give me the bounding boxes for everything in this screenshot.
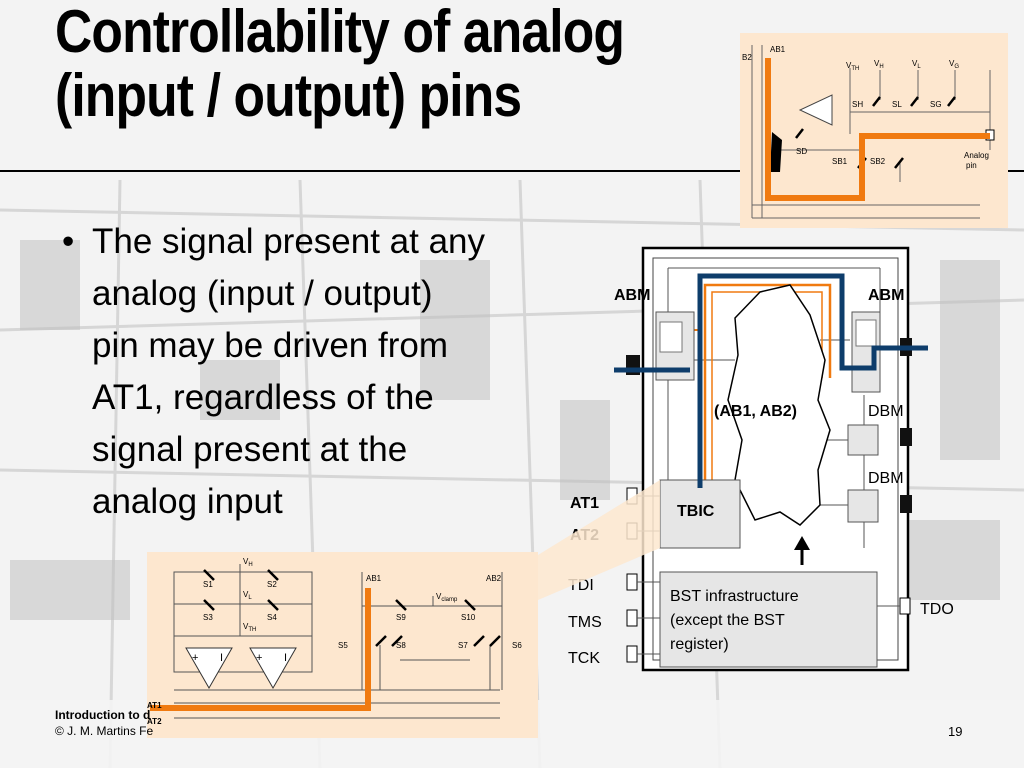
tbic-label-at1: AT1 [147, 701, 162, 710]
tbic-label-ab1: AB1 [366, 574, 382, 583]
tbic-label-s4: S4 [267, 613, 277, 622]
svg-text:I: I [284, 652, 287, 664]
dbm1-pin [900, 428, 912, 446]
page-number: 19 [948, 724, 963, 739]
dbm2-pin [900, 495, 912, 513]
tbic-label-s6: S6 [512, 641, 522, 650]
bst-label-line2: (except the BST [670, 612, 785, 629]
abm-label-vth: VTH [846, 61, 859, 72]
dbm1-block [847, 424, 879, 456]
tbic-label-vh: VH [243, 557, 253, 568]
tdo-label: TDO [920, 601, 954, 618]
svg-text:+: + [192, 652, 198, 664]
tbic-comparator-1 [185, 647, 233, 690]
tbic-detail-inset: + I + I VH VL VTH S1 S2 S3 S4 AB1 [147, 552, 538, 738]
tbic-orange-path [150, 588, 371, 711]
tms-pin [626, 609, 638, 627]
tbic-label: TBIC [677, 503, 715, 520]
abm-label-b2: B2 [742, 53, 752, 62]
chip-orange-wire-1 [703, 283, 832, 488]
tbic-switches [203, 569, 501, 647]
tms-label: TMS [568, 614, 602, 631]
tbic-label-vl: VL [243, 590, 252, 601]
core-logic-blob [727, 284, 831, 526]
tbic-block [659, 479, 741, 549]
abm-label-sl: SL [892, 100, 902, 109]
slide-title: Controllability of analog (input / outpu… [55, 0, 760, 128]
abm-label-pin: pin [966, 161, 977, 170]
tdi-pin [626, 573, 638, 591]
at1-label: AT1 [570, 495, 599, 512]
comparator-symbol [798, 94, 833, 126]
bullet-text: The signal present at any analog (input … [92, 222, 486, 521]
abm-detail-inset: B2 AB1 VTH VH VL VG SH SL SG SD SB1 SB2 … [740, 33, 1008, 228]
blue-signal-path [697, 273, 928, 488]
tbic-label-s3: S3 [203, 613, 213, 622]
tbic-label-s1: S1 [203, 580, 213, 589]
abm-right-inner [855, 319, 877, 347]
bst-label-line3: register) [670, 636, 729, 653]
chip-diagram: ABM ABM (AB1, AB2) DBM DBM TBIC AT1 AT2 … [568, 246, 954, 672]
svg-text:+: + [256, 652, 262, 664]
title-rule [0, 170, 1024, 172]
tbic-label-s2: S2 [267, 580, 277, 589]
bst-arrow-head [794, 536, 810, 550]
tbic-label-s9: S9 [396, 613, 406, 622]
abm-orange-path [765, 58, 990, 201]
title-line-1: Controllability of analog [55, 0, 625, 65]
core-label: (AB1, AB2) [714, 403, 797, 420]
bullet-dot: • [62, 222, 75, 261]
tbic-label-vclamp: Vclamp [436, 592, 458, 603]
tbic-label-ab2: AB2 [486, 574, 502, 583]
title-line-2: (input / output) pins [55, 62, 522, 129]
tbic-label-s5: S5 [338, 641, 348, 650]
tbic-label-s10: S10 [461, 613, 476, 622]
abm-left-label: ABM [614, 287, 650, 304]
dbm1-label: DBM [868, 403, 904, 420]
tck-pin [626, 645, 638, 663]
tbic-label-s8: S8 [396, 641, 406, 650]
abm-label-vl: VL [912, 59, 921, 70]
tbic-label-vth: VTH [243, 622, 256, 633]
tck-label: TCK [568, 650, 600, 667]
abm-label-sg: SG [930, 100, 942, 109]
tbic-label-at2: AT2 [147, 717, 162, 726]
abm-label-vg: VG [949, 59, 959, 70]
bst-label-line1: BST infrastructure [670, 588, 799, 605]
abm-label-sh: SH [852, 100, 863, 109]
abm-right-label: ABM [868, 287, 904, 304]
bst-infrastructure-block [659, 571, 878, 668]
footer-course: Introduction to d [55, 708, 151, 722]
tbic-comparator-2 [249, 647, 297, 690]
abm-label-sb2: SB2 [870, 157, 886, 166]
dbm2-block [847, 489, 879, 523]
tdo-pin [899, 597, 911, 615]
svg-text:I: I [220, 652, 223, 664]
abm-label-analog: Analog [964, 151, 989, 160]
dbm2-label: DBM [868, 470, 904, 487]
abm-left-inner [659, 321, 683, 353]
footer-copyright: © J. M. Martins Fe [55, 724, 154, 738]
abm-label-sd: SD [796, 147, 807, 156]
abm-label-vh: VH [874, 59, 884, 70]
tbic-label-s7: S7 [458, 641, 468, 650]
sd-driver-symbol [770, 132, 782, 172]
abm-label-ab1: AB1 [770, 45, 786, 54]
abm-label-sb1: SB1 [832, 157, 848, 166]
